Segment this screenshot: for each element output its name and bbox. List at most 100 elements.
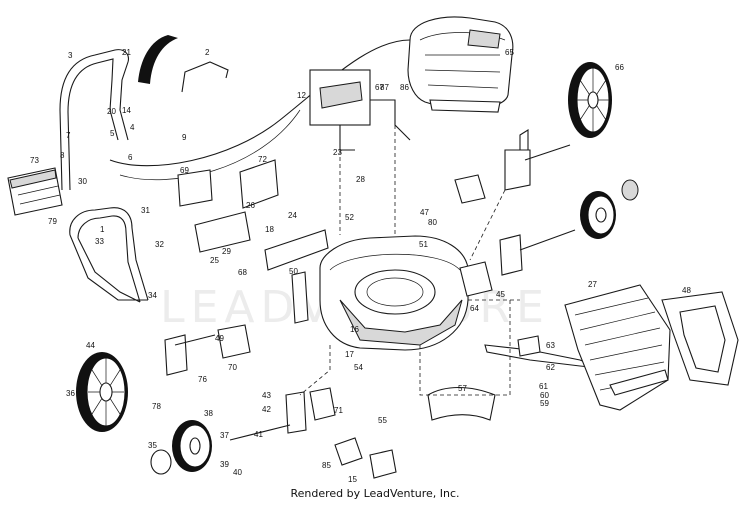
chute-15 <box>369 449 397 479</box>
callout-29: 29 <box>222 247 231 256</box>
callout-54: 54 <box>354 363 363 372</box>
footer-credit: Rendered by LeadVenture, Inc. <box>290 487 460 500</box>
callout-35: 35 <box>148 441 157 450</box>
callout-23: 23 <box>333 148 342 157</box>
callout-71: 71 <box>334 406 343 415</box>
callout-55: 55 <box>378 416 387 425</box>
callout-1: 1 <box>100 225 105 234</box>
callout-78: 78 <box>152 402 161 411</box>
plate-45-right <box>454 174 486 204</box>
callout-3: 3 <box>68 51 73 60</box>
callout-9: 9 <box>182 133 187 142</box>
callout-43: 43 <box>262 391 271 400</box>
callout-27: 27 <box>588 280 597 289</box>
callout-86: 86 <box>400 83 409 92</box>
callout-28: 28 <box>356 175 365 184</box>
callout-24: 24 <box>288 211 297 220</box>
callout-34: 34 <box>148 291 157 300</box>
callout-65: 65 <box>505 48 514 57</box>
callout-15: 15 <box>348 475 357 484</box>
plate-45-left <box>217 324 251 359</box>
callout-80: 80 <box>428 218 437 227</box>
callout-5: 5 <box>110 129 115 138</box>
axle-left-upper <box>174 334 216 346</box>
callout-47: 47 <box>420 208 429 217</box>
callout-2: 2 <box>205 48 210 57</box>
blade-adapter <box>517 335 541 357</box>
height-adjuster-lower-left <box>164 334 188 376</box>
callout-30: 30 <box>78 177 87 186</box>
callout-76: 76 <box>198 375 207 384</box>
baffle-69 <box>177 169 213 207</box>
callout-57: 57 <box>458 384 467 393</box>
callout-6: 6 <box>128 153 133 162</box>
rear-door <box>264 229 329 271</box>
callout-45: 45 <box>496 290 505 299</box>
callout-12: 12 <box>297 91 306 100</box>
callout-50: 50 <box>289 267 298 276</box>
cable-bracket-box <box>309 69 411 151</box>
callout-66: 66 <box>615 63 624 72</box>
callout-68: 68 <box>238 268 247 277</box>
callout-44: 44 <box>86 341 95 350</box>
callout-72: 72 <box>258 155 267 164</box>
baffle-25 <box>194 211 251 253</box>
upper-handle <box>59 49 129 191</box>
callout-73: 73 <box>30 156 39 165</box>
callout-26: 26 <box>246 201 255 210</box>
bail-wire <box>181 61 229 93</box>
callout-41: 41 <box>254 430 263 439</box>
callout-16: 16 <box>350 325 359 334</box>
callout-38: 38 <box>204 409 213 418</box>
callout-49: 49 <box>215 334 224 343</box>
callout-36: 36 <box>66 389 75 398</box>
callout-18: 18 <box>265 225 274 234</box>
callout-70: 70 <box>228 363 237 372</box>
callout-20: 20 <box>107 107 116 116</box>
callout-48: 48 <box>682 286 691 295</box>
callout-7: 7 <box>66 131 71 140</box>
callout-25: 25 <box>210 256 219 265</box>
front-wheel-right <box>580 191 616 239</box>
callout-32: 32 <box>155 240 164 249</box>
lower-handle <box>69 207 149 303</box>
rear-wheel-left <box>76 352 128 432</box>
chute-85 <box>334 437 363 466</box>
callout-40: 40 <box>233 468 242 477</box>
callout-33: 33 <box>95 237 104 246</box>
bag-frame <box>661 291 739 386</box>
height-adjuster-upper-right <box>504 129 531 191</box>
mulch-plug <box>427 387 496 421</box>
callout-37: 37 <box>220 431 229 440</box>
callout-42: 42 <box>262 405 271 414</box>
callout-64: 64 <box>470 304 479 313</box>
callout-67: 67 <box>375 83 384 92</box>
rear-wheel-right <box>568 62 612 138</box>
axle-left-lower <box>229 424 291 441</box>
callout-52: 52 <box>345 213 354 222</box>
hubcap-right <box>621 179 639 201</box>
callout-31: 31 <box>141 206 150 215</box>
callout-39: 39 <box>220 460 229 469</box>
height-adjuster-mid-right <box>499 234 523 276</box>
assembly-lines <box>299 125 520 396</box>
callout-4: 4 <box>130 123 135 132</box>
front-wheel-left <box>172 420 212 472</box>
bracket-50 <box>291 271 309 324</box>
callout-8: 8 <box>60 151 65 160</box>
axle-right-upper <box>524 144 571 161</box>
callout-85: 85 <box>322 461 331 470</box>
callout-17: 17 <box>345 350 354 359</box>
callout-14: 14 <box>122 106 131 115</box>
callout-labels: 1234567891214151617182021232425262728293… <box>30 48 691 484</box>
drive-bail-grip <box>138 35 178 84</box>
grass-bag <box>564 284 671 411</box>
control-cable <box>109 39 411 167</box>
callout-79: 79 <box>48 217 57 226</box>
height-adjuster-lower-mid <box>285 391 307 434</box>
callout-69: 69 <box>180 166 189 175</box>
callout-62: 62 <box>546 363 555 372</box>
callout-87: 87 <box>380 83 389 92</box>
